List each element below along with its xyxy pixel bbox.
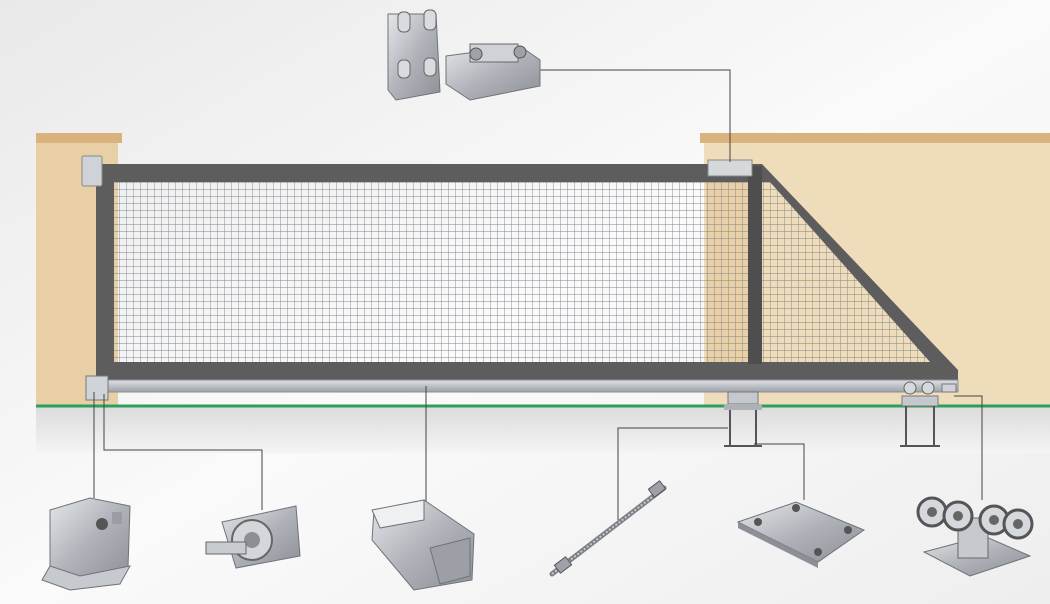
top-guide-roller-icon <box>387 9 541 101</box>
leader-roller-carriage <box>954 395 983 500</box>
threaded-bolt-icon <box>549 480 667 577</box>
base-plate-icon <box>736 501 866 568</box>
wall-catch-plate <box>81 155 103 187</box>
leader-mounting-plate <box>754 443 805 500</box>
carriage-right <box>900 381 957 447</box>
ground <box>36 407 1050 453</box>
gate-vertical-post <box>748 166 762 364</box>
bottom-guide-rail <box>95 379 959 393</box>
carriage-middle <box>724 391 762 447</box>
end-catch-bracket-icon <box>41 497 131 591</box>
leader-top-guide <box>540 69 731 162</box>
end-catch-on-gate <box>85 375 109 401</box>
gate-frame <box>95 159 959 393</box>
leader-lines <box>93 69 983 520</box>
leader-end-roller <box>103 394 263 510</box>
top-guide-box <box>707 159 753 177</box>
leader-anchor-bolt <box>617 427 728 520</box>
rail-profile-icon <box>371 499 475 591</box>
roller-carriage-icon <box>916 496 1034 577</box>
end-roller-icon <box>205 505 301 569</box>
gate-outer-frame <box>96 164 958 384</box>
mesh-panel-main <box>114 182 706 362</box>
